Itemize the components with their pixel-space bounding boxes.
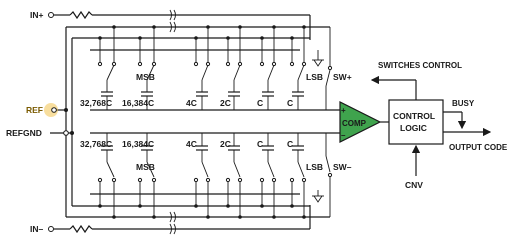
bottom-cap-4: 2C — [220, 139, 231, 149]
in-minus-line — [48, 205, 311, 234]
output-code: OUTPUT CODE — [443, 127, 508, 152]
comparator: + – COMP — [339, 101, 382, 143]
lsb-bottom-label: LSB — [306, 162, 323, 172]
comp-label: COMP — [342, 119, 367, 128]
bottom-cap-3: 4C — [186, 139, 197, 149]
cnv-input: CNV — [405, 144, 423, 190]
bottom-column-3 — [193, 133, 211, 219]
bottom-cap-5: C — [257, 139, 263, 149]
output-code-label: OUTPUT CODE — [449, 143, 508, 152]
ref-pin: REF — [26, 103, 58, 117]
cnv-label: CNV — [405, 180, 423, 190]
top-column-2 — [137, 25, 157, 110]
sw-minus-label: SW– — [333, 162, 352, 172]
left-buses — [50, 26, 330, 218]
top-column-6 — [289, 25, 307, 110]
busy-output: BUSY — [443, 99, 475, 130]
top-column-1 — [97, 25, 117, 110]
control-logic-block: CONTROL LOGIC — [388, 99, 444, 145]
top-cap-1: 32,768C — [80, 98, 112, 108]
top-column-5 — [259, 25, 277, 110]
control-label: CONTROL — [393, 111, 435, 121]
sw-minus-switch — [312, 133, 333, 217]
busy-label: BUSY — [452, 99, 475, 108]
bottom-column-2 — [137, 133, 157, 219]
comp-minus: – — [341, 131, 346, 140]
bottom-cap-2: 16,384C — [122, 139, 154, 149]
sw-plus-label: SW+ — [333, 72, 352, 82]
top-cap-3: 4C — [186, 98, 197, 108]
bottom-column-1 — [97, 133, 117, 219]
logic-label: LOGIC — [400, 123, 427, 133]
bottom-column-5 — [259, 133, 277, 219]
bottom-cap-array — [90, 132, 342, 219]
switches-control: SWITCHES CONTROL — [370, 61, 462, 100]
in-minus-label: IN– — [30, 224, 44, 234]
msb-bottom-label: MSB — [136, 162, 155, 172]
top-column-3 — [193, 25, 211, 110]
ref-label: REF — [26, 105, 43, 115]
top-cap-5: C — [257, 98, 263, 108]
top-column-4 — [225, 25, 243, 110]
bottom-cap-1: 32,768C — [80, 139, 112, 149]
in-plus-line — [48, 10, 311, 40]
comp-plus: + — [341, 106, 346, 115]
in-plus-label: IN+ — [30, 10, 44, 20]
top-cap-4: 2C — [220, 98, 231, 108]
switches-control-label: SWITCHES CONTROL — [378, 61, 462, 70]
msb-top-label: MSB — [136, 72, 155, 82]
sw-plus-switch — [312, 27, 333, 110]
bottom-cap-6: C — [287, 139, 293, 149]
top-cap-6: C — [287, 98, 293, 108]
bottom-column-4 — [225, 133, 243, 219]
refgnd-label: REFGND — [6, 128, 42, 138]
rail-breaks — [169, 9, 176, 235]
top-cap-2: 16,384C — [122, 98, 154, 108]
labels: IN+ IN– REF REFGND MSB LSB SW+ 32,768C 1… — [6, 10, 352, 234]
top-cap-array — [90, 25, 342, 111]
lsb-top-label: LSB — [306, 72, 323, 82]
bottom-column-6 — [289, 133, 307, 219]
